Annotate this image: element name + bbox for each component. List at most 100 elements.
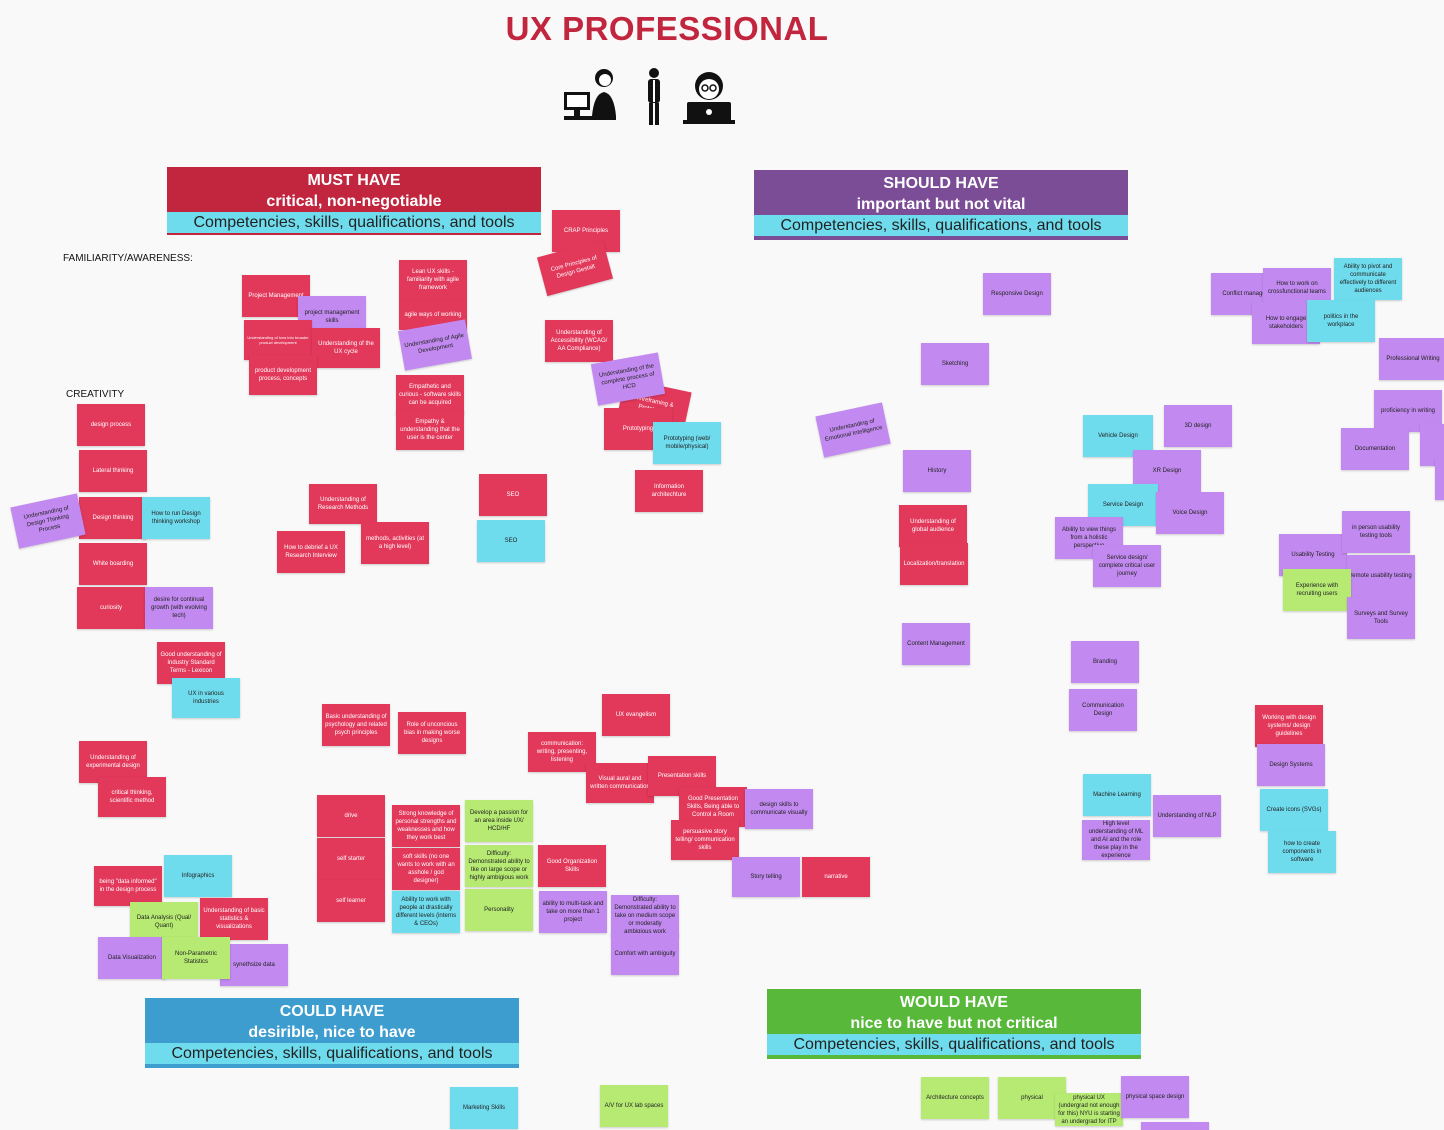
sticky-note[interactable]: persuasive story telling/ communication …: [671, 820, 739, 860]
sticky-note[interactable]: Voice Design: [1156, 492, 1224, 534]
sticky-note[interactable]: Understanding of basic statistics & visu…: [200, 898, 268, 940]
sticky-note[interactable]: Non-Parametric Statistics: [162, 937, 230, 979]
sticky-note[interactable]: A/V for UX lab spaces: [600, 1085, 668, 1127]
sticky-note[interactable]: Strong knowledge of personal strengths a…: [392, 805, 460, 847]
sticky-note[interactable]: in person usability testing tools: [1342, 511, 1410, 553]
sticky-note[interactable]: Lateral thinking: [79, 450, 147, 492]
sticky-note[interactable]: Good understanding of Industry Standard …: [157, 642, 225, 684]
should-have-header: SHOULD HAVE important but not vital Comp…: [754, 170, 1128, 240]
sticky-note[interactable]: design process: [77, 404, 145, 446]
sticky-note[interactable]: being "data informed" in the design proc…: [94, 866, 162, 906]
would-have-subtitle: nice to have but not critical: [850, 1015, 1058, 1032]
sticky-note[interactable]: Understanding of Accessibility (WCAG/ AA…: [545, 320, 613, 362]
sticky-note[interactable]: Understanding of NLP: [1153, 795, 1221, 837]
sticky-note[interactable]: Prototyping (web/ mobile/physical): [653, 422, 721, 464]
sticky-note[interactable]: Understanding of how into broader produc…: [244, 320, 312, 360]
sticky-note[interactable]: Information architechture: [635, 470, 703, 512]
sticky-note[interactable]: Visual aural and written communication: [586, 763, 654, 803]
sticky-note[interactable]: Content Management: [902, 623, 970, 665]
sticky-note[interactable]: Localization/translation: [900, 543, 968, 585]
sticky-note[interactable]: SEO: [477, 520, 545, 562]
sticky-note[interactable]: Understanding of Design Thinking Process: [10, 493, 86, 549]
sticky-note[interactable]: Design thinking: [79, 497, 147, 539]
sticky-note[interactable]: Difficulty: Demonstrated ability to tke …: [465, 845, 533, 887]
sticky-note[interactable]: History: [903, 450, 971, 492]
sticky-note[interactable]: High level understanding of ML and AI an…: [1082, 820, 1150, 860]
sticky-note[interactable]: Lean UX skills - familiarity with agile …: [399, 260, 467, 300]
sticky-note[interactable]: Personality: [465, 889, 533, 931]
sticky-note[interactable]: Architecture concepts: [921, 1077, 989, 1119]
sticky-note[interactable]: physical space design: [1121, 1076, 1189, 1118]
sticky-note[interactable]: Understanding of experimental design: [79, 741, 147, 783]
sticky-note[interactable]: How to debrief a UX Research Interview: [277, 531, 345, 573]
sticky-note[interactable]: how to create components in software: [1268, 831, 1336, 873]
sticky-note[interactable]: Design Systems: [1257, 744, 1325, 786]
sticky-note[interactable]: remote usability testing: [1347, 555, 1415, 597]
familiarity-label: FAMILIARITY/AWARENESS:: [63, 253, 193, 264]
sticky-note[interactable]: design skills to communicate visually: [745, 789, 813, 829]
sticky-note[interactable]: Documentation: [1341, 428, 1409, 470]
sticky-note[interactable]: White boarding: [79, 543, 147, 585]
sticky-note[interactable]: Empathy & understanding that the user is…: [396, 410, 464, 450]
sticky-note[interactable]: ability to multi-task and take on more t…: [539, 891, 607, 933]
sticky-note[interactable]: Sketching: [921, 343, 989, 385]
sticky-note[interactable]: synethsize data: [220, 944, 288, 986]
sticky-note[interactable]: Ability to work with people at drastical…: [392, 891, 460, 933]
sticky-note[interactable]: Good Organization Skills: [538, 845, 606, 887]
sticky-note[interactable]: physical UX (undergrad not enough for th…: [1055, 1093, 1123, 1126]
sticky-note[interactable]: self learner: [317, 880, 385, 922]
sticky-note[interactable]: methods, activities (at a high level): [361, 522, 429, 564]
sticky-note[interactable]: Service design/ complete critical user j…: [1093, 545, 1161, 587]
sticky-note[interactable]: Core Principles of Design Gestalt: [536, 239, 614, 297]
sticky-note[interactable]: Empathetic and curious - software skills…: [396, 375, 464, 415]
sticky-note[interactable]: Understanding of Research Methods: [309, 484, 377, 524]
sticky-note[interactable]: SEO: [479, 474, 547, 516]
sticky-note[interactable]: drive: [317, 795, 385, 837]
sticky-note[interactable]: physical: [998, 1077, 1066, 1119]
sticky-note[interactable]: self starter: [317, 838, 385, 880]
sticky-note[interactable]: Working with design systems/ design guid…: [1255, 705, 1323, 747]
sticky-note[interactable]: Understanding of global audience: [899, 505, 967, 547]
sticky-note[interactable]: critical thinking, scientific method: [98, 777, 166, 817]
sticky-note[interactable]: Difficulty: Demonstrated ability to take…: [611, 895, 679, 937]
sticky-note[interactable]: Basic understanding of psychology and re…: [322, 704, 390, 746]
sticky-note[interactable]: Professional Writing: [1379, 338, 1444, 380]
sticky-note[interactable]: [1435, 458, 1444, 500]
sticky-note[interactable]: 3D design: [1164, 405, 1232, 447]
would-have-description: Competencies, skills, qualifications, an…: [767, 1034, 1141, 1055]
sticky-note[interactable]: desire for continual growth (with evolvi…: [145, 587, 213, 629]
sticky-note[interactable]: Machine Learning: [1083, 774, 1151, 816]
sticky-note[interactable]: Understanding of the UX cycle: [312, 328, 380, 368]
should-have-description: Competencies, skills, qualifications, an…: [754, 215, 1128, 236]
sticky-note[interactable]: Story telling: [732, 857, 800, 897]
sticky-note[interactable]: How to run Design thinking workshop: [142, 497, 210, 539]
sticky-note[interactable]: curiosity: [77, 587, 145, 629]
sticky-note[interactable]: Create icons (SVGs): [1260, 789, 1328, 831]
would-have-header: WOULD HAVE nice to have but not critical…: [767, 989, 1141, 1059]
sticky-note[interactable]: Role of unconcious bias in making worse …: [398, 712, 466, 754]
sticky-note[interactable]: Experience with recruiting users: [1283, 569, 1351, 611]
sticky-note[interactable]: Understanding of Emotional Intelligence: [815, 402, 891, 458]
sticky-note[interactable]: Data Analysis (Qual/ Quant): [130, 902, 198, 942]
sticky-note[interactable]: Surveys and Survey Tools: [1347, 597, 1415, 639]
could-have-subtitle: desirible, nice to have: [248, 1024, 416, 1041]
sticky-note[interactable]: Data Visualization: [98, 937, 166, 979]
sticky-note[interactable]: soft skills (no one wants to work with a…: [392, 848, 460, 890]
sticky-note[interactable]: narrative: [802, 857, 870, 897]
sticky-note[interactable]: proficiency in writing: [1374, 390, 1442, 432]
sticky-note[interactable]: UX evangelism: [602, 694, 670, 736]
sticky-note[interactable]: politics in the workplace: [1307, 300, 1375, 342]
sticky-note[interactable]: Comfort with ambiguity: [611, 933, 679, 975]
sticky-note[interactable]: Responsive Design: [983, 273, 1051, 315]
sticky-note[interactable]: Infographics: [164, 855, 232, 897]
sticky-note[interactable]: communication: writing, presenting, list…: [528, 732, 596, 772]
sticky-note[interactable]: product development process, concepts: [249, 355, 317, 395]
could-have-title: COULD HAVE: [279, 1003, 385, 1020]
sticky-note[interactable]: Communication Design: [1069, 689, 1137, 731]
sticky-note[interactable]: [1141, 1122, 1209, 1130]
sticky-note[interactable]: Develop a passion for an area inside UX/…: [465, 800, 533, 842]
sticky-note[interactable]: UX in various industries: [172, 678, 240, 718]
sticky-note[interactable]: Branding: [1071, 641, 1139, 683]
sticky-note[interactable]: Marketing Skills: [450, 1087, 518, 1129]
sticky-note[interactable]: Ability to pivot and communicate effecti…: [1334, 258, 1402, 300]
